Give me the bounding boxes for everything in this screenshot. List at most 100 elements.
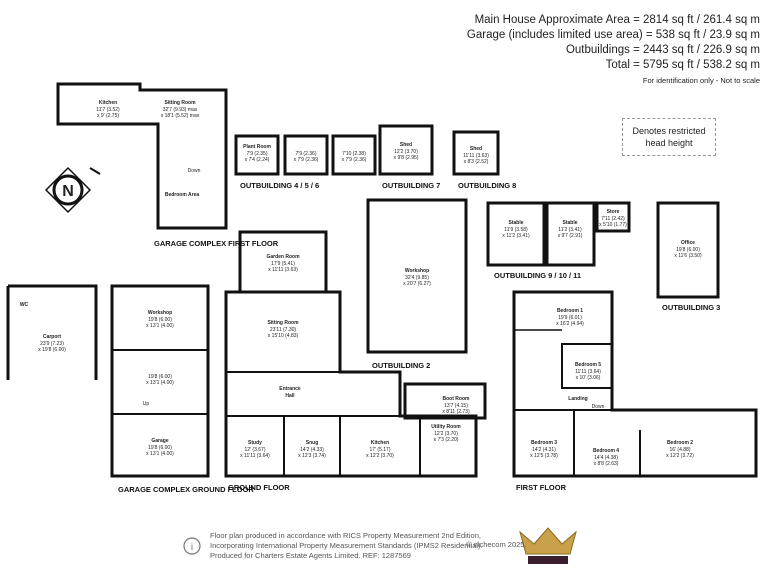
garage-area: Garage (includes limited use area) = 538… <box>466 29 760 41</box>
ob5-dim1: 7'9 (2.36) <box>296 151 317 157</box>
study-dim1: 12' (3.67) <box>245 447 266 453</box>
gf-kitchen-dim2: x 9' (2.75) <box>97 113 119 119</box>
plant-room-name: Plant Room <box>243 144 271 150</box>
outbuildings-area: Outbuildings = 2443 sq ft / 226.9 sq m <box>565 44 760 56</box>
bedroom-3-dim2: x 12'5 (3.78) <box>530 453 558 459</box>
office-name: Office <box>681 240 695 246</box>
gg-workshop-name: Workshop <box>148 310 172 316</box>
stable-9-name: Stable <box>508 220 523 226</box>
stable-9-dim1: 11'9 (3.58) <box>504 227 528 233</box>
bedroom-1-name: Bedroom 1 <box>557 308 583 314</box>
ob6-dim2: x 7'9 (2.36) <box>342 157 367 163</box>
gg-up-label: Up <box>143 401 150 407</box>
store-walls <box>595 201 631 233</box>
bedroom-5-dim1: 11'11 (3.64) <box>575 369 601 375</box>
gf-sitting-dim2: x 18'1 (5.52) max <box>161 113 200 119</box>
sitting-room-dim2: x 15'10 (4.83) <box>268 333 299 339</box>
sitting-room-dim1: 23'11 (7.30) <box>270 327 296 333</box>
outbuilding-456-title: OUTBUILDING 4 / 5 / 6 <box>240 181 319 190</box>
stable-10-dim1: 11'2 (3.41) <box>558 227 582 233</box>
carport-name: Carport <box>43 334 61 340</box>
restricted-note: Denotes restricted head height <box>632 126 706 148</box>
snug-dim1: 14'2 (4.33) <box>300 447 324 453</box>
compass-letter: N <box>62 183 74 200</box>
bedroom-5-name: Bedroom 5 <box>575 362 601 368</box>
shed-8-dim1: 11'11 (3.63) <box>463 153 489 159</box>
gg-mid-dim1: 19'8 (6.00) <box>148 374 172 380</box>
first-floor-walls <box>512 290 758 478</box>
boot-room-dim2: x 8'11 (2.73) <box>442 409 470 415</box>
plant-room-dim2: x 7'4 (2.24) <box>245 157 270 163</box>
utility-room-dim1: 12'2 (3.70) <box>434 431 458 437</box>
store-name: Store <box>607 209 620 215</box>
outbuilding-6-walls <box>331 134 377 176</box>
gf-bedroom-area-name: Bedroom Area <box>165 192 199 198</box>
gf-kitchen-dim1: 11'7 (3.52) <box>96 107 120 113</box>
bedroom-2-name: Bedroom 2 <box>667 440 693 446</box>
gg-workshop-dim2: x 13'1 (4.00) <box>146 323 174 329</box>
shed-7-walls <box>378 124 434 176</box>
bedroom-5-dim2: x 10' (3.06) <box>576 375 601 381</box>
carport-walls <box>6 284 98 380</box>
kitchen-name: Kitchen <box>371 440 389 446</box>
store-dim1: 7'11 (2.42) <box>601 216 625 222</box>
gf-sitting-name: Sitting Room <box>164 100 196 106</box>
boot-room-walls <box>403 382 487 420</box>
ob5-dim2: x 7'9 (2.36) <box>294 157 319 163</box>
utility-room-dim2: x 7'3 (2.20) <box>434 437 459 443</box>
gf-down-label: Down <box>188 168 201 174</box>
svg-text:i: i <box>191 542 193 553</box>
ground-floor-title: GROUND FLOOR <box>228 483 290 492</box>
gf-kitchen-name: Kitchen <box>99 100 117 106</box>
crown-logo <box>519 527 577 564</box>
gg-mid-dim2: x 13'1 (4.00) <box>146 380 174 386</box>
bedroom-2-dim1: 16' (4.88) <box>670 447 691 453</box>
outbuilding-5-walls <box>283 134 329 176</box>
plant-room-walls <box>234 134 280 176</box>
garage-ground-floor-walls <box>110 284 210 478</box>
kitchen-dim1: 17' (5.17) <box>370 447 391 453</box>
outbuilding-2-title: OUTBUILDING 2 <box>372 361 430 370</box>
restricted-head-height-legend: Denotes restricted head height <box>622 118 716 156</box>
workshop-2-walls <box>366 198 468 354</box>
workshop-2-name: Workshop <box>405 268 429 274</box>
identification-note: For identification only - Not to scale <box>642 76 760 85</box>
office-dim1: 19'8 (6.00) <box>676 247 700 253</box>
footer-note: Floor plan produced in accordance with R… <box>210 531 483 561</box>
carport-dim1: 23'9 (7.23) <box>40 341 64 347</box>
workshop-2-dim2: x 20'7 (6.27) <box>403 281 431 287</box>
office-dim2: x 11'6 (3.50) <box>674 253 702 259</box>
shed-7-dim1: 12'2 (3.70) <box>394 149 418 155</box>
snug-dim2: x 12'3 (3.74) <box>298 453 326 459</box>
bedroom-5-walls <box>561 343 613 389</box>
first-floor-title: FIRST FLOOR <box>516 483 567 492</box>
boot-room-name: Boot Room <box>443 396 470 402</box>
info-icon: i <box>183 537 201 555</box>
carport-dim2: x 19'8 (6.00) <box>38 347 66 353</box>
office-walls <box>656 201 720 299</box>
footer-line-1: Floor plan produced in accordance with R… <box>210 531 481 540</box>
stable-10-dim2: x 9'7 (2.91) <box>558 233 583 239</box>
stable-9-walls <box>486 201 546 267</box>
bedroom-1-dim2: x 16'2 (4.94) <box>556 321 584 327</box>
garden-room-dim1: 17'9 (5.41) <box>271 261 295 267</box>
ob6-dim1: 7'10 (2.38) <box>342 151 366 157</box>
shed-8-walls <box>452 130 500 176</box>
workshop-2-dim1: 32'4 (9.85) <box>405 275 429 281</box>
study-name: Study <box>248 440 262 446</box>
compass-icon: N <box>44 166 101 214</box>
main-house-area: Main House Approximate Area = 2814 sq ft… <box>474 14 760 26</box>
boot-room-dim1: 13'7 (4.15) <box>444 403 468 409</box>
garden-room-dim2: x 11'11 (3.63) <box>268 267 298 273</box>
footer-line-3: Produced for Charters Estate Agents Limi… <box>210 551 411 560</box>
kitchen-dim2: x 12'2 (3.70) <box>366 453 394 459</box>
snug-name: Snug <box>306 440 319 446</box>
wc-name: WC <box>20 302 29 308</box>
gg-workshop-dim1: 19'8 (6.00) <box>148 317 172 323</box>
gf-sitting-dim1: 32'7 (9.93) max <box>163 107 198 113</box>
outbuilding-8-title: OUTBUILDING 8 <box>458 181 516 190</box>
gg-garage-dim2: x 13'1 (4.00) <box>146 451 174 457</box>
store-dim2: x 5'10 (1.77) <box>599 222 627 228</box>
ff-down-label: Down <box>592 404 605 410</box>
